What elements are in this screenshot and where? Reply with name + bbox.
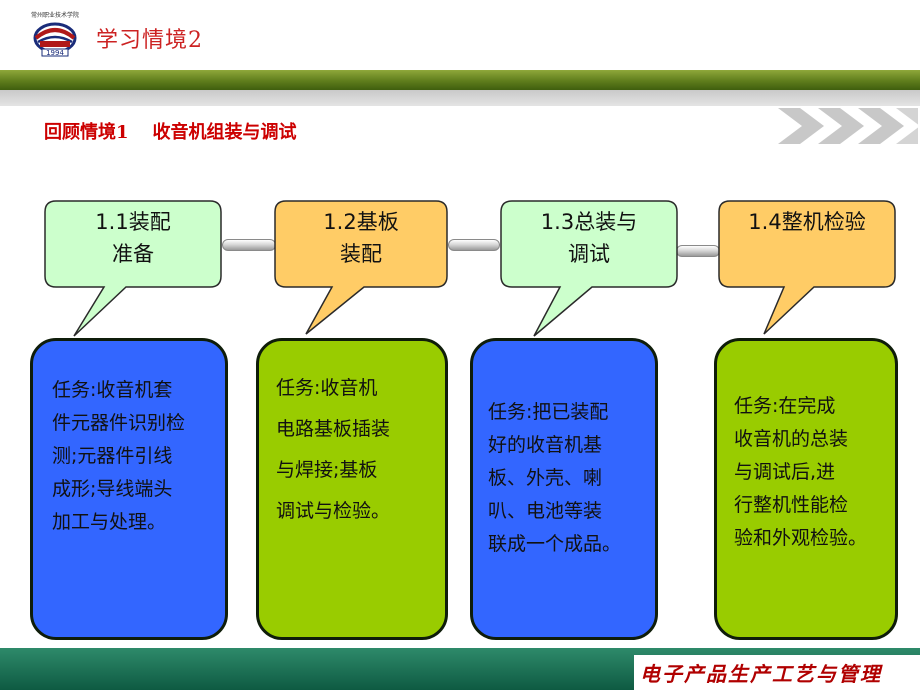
task-line: 收音机的总装 bbox=[734, 428, 849, 450]
step-title-line1: 1.4整机检验 bbox=[748, 210, 866, 234]
step-title-line1: 1.2基板 bbox=[323, 210, 399, 234]
footer-label-box bbox=[634, 655, 920, 690]
task-line: 联成一个成品。 bbox=[488, 533, 622, 555]
school-emblem-logo: 常州职业技术学院 1994 bbox=[24, 8, 86, 66]
task-text-2: 任务:收音机 电路基板插装 与焊接;基板 调试与检验。 bbox=[276, 368, 390, 532]
task-line: 板、外壳、喇 bbox=[488, 467, 603, 489]
chevron-arrows-icon bbox=[778, 108, 918, 144]
section-subtitle: 回顾情境1 收音机组装与调试 bbox=[44, 118, 321, 144]
connector-1-2 bbox=[222, 239, 276, 251]
task-text-4: 任务:在完成 收音机的总装 与调试后,进 行整机性能检 验和外观检验。 bbox=[734, 390, 867, 555]
task-line: 调试与检验。 bbox=[276, 500, 391, 522]
task-text-3: 任务:把已装配 好的收音机基 板、外壳、喇 叭、电池等装 联成一个成品。 bbox=[488, 396, 621, 561]
task-line: 电路基板插装 bbox=[276, 418, 391, 440]
step-title-line1: 1.3总装与 bbox=[540, 210, 638, 234]
subtitle-topic: 收音机组装与调试 bbox=[152, 122, 297, 143]
step-title-line2: 调试 bbox=[568, 242, 610, 266]
step-title-line2: 装配 bbox=[340, 242, 382, 266]
task-line: 件元器件识别检 bbox=[52, 412, 186, 434]
subtitle-review: 回顾情境1 bbox=[44, 122, 129, 143]
task-line: 测;元器件引线 bbox=[52, 445, 173, 467]
task-line: 任务:收音机套 bbox=[52, 379, 173, 401]
callout-shape bbox=[274, 200, 448, 335]
logo-top-text: 常州职业技术学院 bbox=[31, 11, 79, 19]
task-line: 与调试后,进 bbox=[734, 461, 836, 483]
task-line: 叭、电池等装 bbox=[488, 500, 603, 522]
callout-shape bbox=[500, 200, 678, 337]
connector-3-4 bbox=[676, 245, 720, 257]
page-title: 学习情境2 bbox=[96, 28, 203, 53]
task-line: 与焊接;基板 bbox=[276, 459, 378, 481]
header-green-band bbox=[0, 70, 920, 90]
callout-shape bbox=[718, 200, 896, 335]
callout-shape bbox=[44, 200, 222, 337]
task-box-4 bbox=[714, 338, 898, 640]
logo-year: 1994 bbox=[46, 49, 64, 57]
task-line: 加工与处理。 bbox=[52, 511, 167, 533]
step-title-line1: 1.1装配 bbox=[95, 210, 171, 234]
task-line: 验和外观检验。 bbox=[734, 527, 868, 549]
task-text-1: 任务:收音机套 件元器件识别检 测;元器件引线 成形;导线端头 加工与处理。 bbox=[52, 374, 185, 539]
connector-2-3 bbox=[448, 239, 500, 251]
task-box-3 bbox=[470, 338, 658, 640]
task-line: 好的收音机基 bbox=[488, 434, 603, 456]
task-line: 行整机性能检 bbox=[734, 494, 849, 516]
step-title-line2: 准备 bbox=[112, 242, 154, 266]
task-box-2 bbox=[256, 338, 448, 640]
task-line: 任务:收音机 bbox=[276, 377, 378, 399]
task-line: 任务:在完成 bbox=[734, 395, 836, 417]
header-gray-band bbox=[0, 90, 920, 106]
footer-course-title: 电子产品生产工艺与管理 bbox=[640, 662, 882, 686]
task-line: 任务:把已装配 bbox=[488, 401, 609, 423]
task-line: 成形;导线端头 bbox=[52, 478, 173, 500]
task-box-1 bbox=[30, 338, 228, 640]
